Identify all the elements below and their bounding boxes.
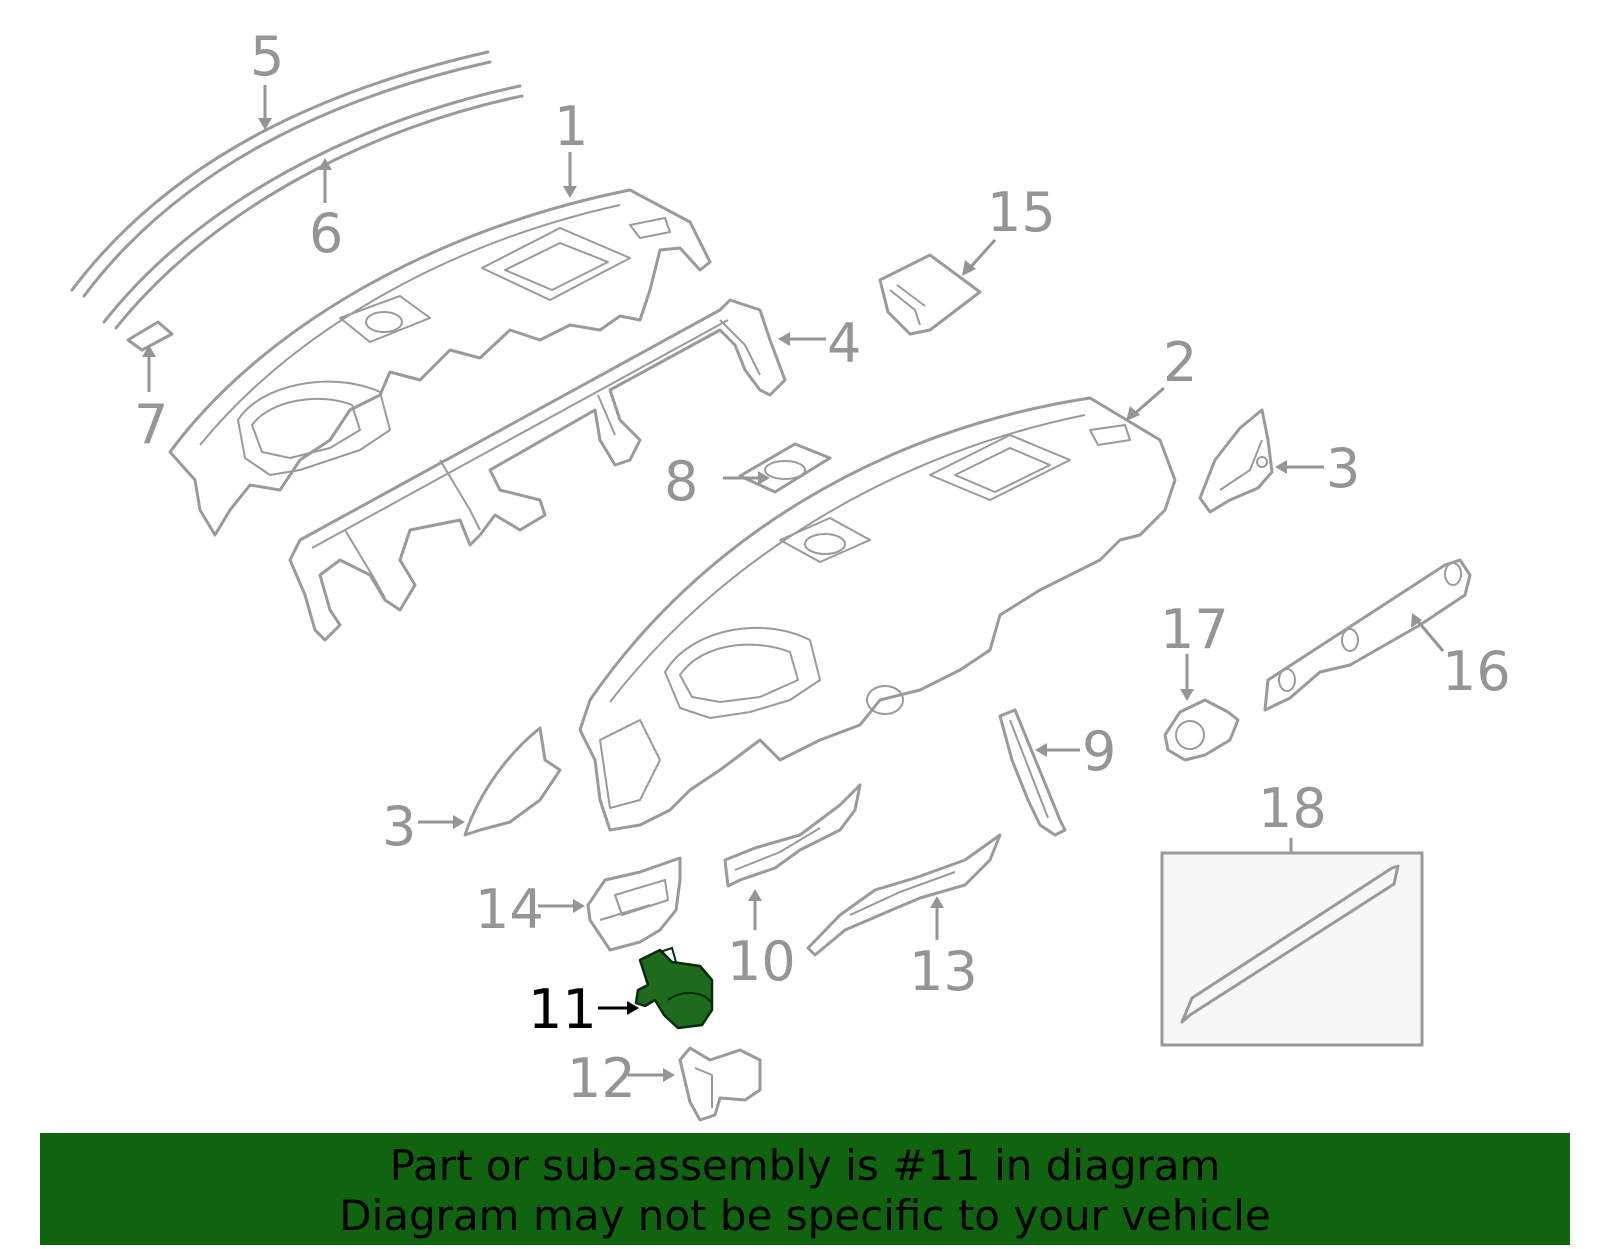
part-4-cross-car-beam[interactable] — [288, 298, 787, 642]
part-11-highlighted[interactable] — [634, 946, 714, 1030]
label-9: 9 — [1082, 720, 1116, 783]
label-14: 14 — [475, 878, 544, 941]
part-17-bezel[interactable] — [1163, 698, 1240, 762]
part-5-trim-strip[interactable] — [70, 50, 492, 298]
banner-line-1: Part or sub-assembly is #11 in diagram — [389, 1141, 1221, 1190]
part-3-side-cover-left[interactable] — [463, 726, 562, 837]
part-14-center-panel[interactable] — [586, 856, 682, 952]
label-6: 6 — [309, 202, 343, 265]
label-3-right: 3 — [1326, 437, 1360, 500]
label-17: 17 — [1160, 598, 1229, 661]
part-6-trim-strip[interactable] — [102, 84, 524, 330]
label-5: 5 — [250, 25, 284, 88]
label-7: 7 — [134, 393, 168, 456]
label-15: 15 — [987, 181, 1056, 244]
info-banner: Part or sub-assembly is #11 in diagram D… — [40, 1133, 1570, 1245]
label-12: 12 — [567, 1047, 636, 1110]
part-16-trim-bar[interactable] — [1263, 558, 1472, 712]
callout-labels: 5 6 1 7 15 4 2 8 3 17 16 9 3 18 14 10 13… — [134, 25, 1511, 1110]
callout-arrows — [142, 85, 1445, 1082]
part-13-knee-trim[interactable] — [806, 833, 1002, 957]
label-3-left: 3 — [382, 795, 416, 858]
part-18-inset[interactable] — [1160, 851, 1424, 1047]
label-10: 10 — [727, 930, 796, 993]
part-8-pad[interactable] — [738, 442, 832, 494]
part-15-bracket[interactable] — [878, 253, 982, 336]
part-3-side-cover-right[interactable] — [1198, 408, 1274, 514]
part-9-trim[interactable] — [998, 708, 1067, 837]
label-1: 1 — [554, 95, 588, 158]
label-18: 18 — [1258, 777, 1327, 840]
part-10-bracket[interactable] — [723, 783, 862, 888]
part-1-dashboard-upper[interactable] — [168, 188, 712, 537]
label-16: 16 — [1442, 640, 1511, 703]
label-8: 8 — [664, 450, 698, 513]
part-7-clip[interactable] — [126, 320, 174, 352]
banner-line-2: Diagram may not be specific to your vehi… — [339, 1191, 1271, 1240]
label-13: 13 — [909, 940, 978, 1003]
label-11: 11 — [528, 978, 597, 1041]
label-4: 4 — [827, 312, 861, 375]
part-12-bracket[interactable] — [678, 1046, 762, 1122]
part-2-dashboard-lower[interactable] — [578, 396, 1177, 832]
label-2: 2 — [1163, 331, 1197, 394]
